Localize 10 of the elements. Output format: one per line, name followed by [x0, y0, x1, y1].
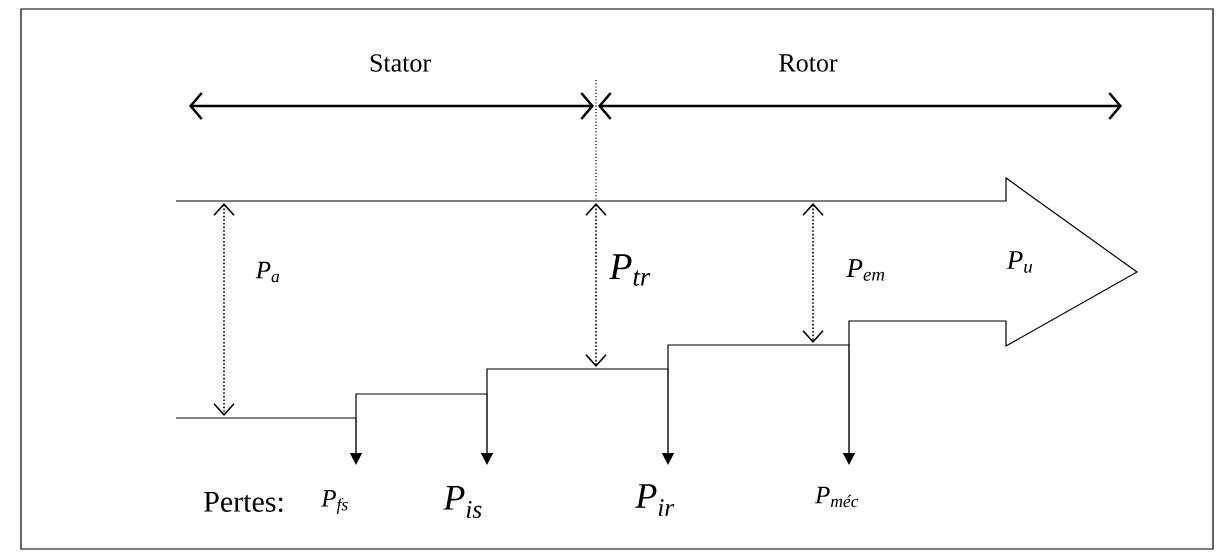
loss-label: P$_{is}$ — [443, 486, 482, 518]
loss-label: P$_{fs}$ — [321, 490, 348, 514]
power-label: P$_{em}$ — [846, 259, 885, 281]
power-label: P$_{a}$ — [255, 261, 280, 283]
section-label: Rotor — [779, 54, 838, 72]
loss-label: P$_{méc}$ — [814, 486, 859, 508]
losses-label: Pertes: — [204, 491, 283, 513]
section-label: Stator — [370, 54, 431, 72]
loss-label: P$_{ir}$ — [635, 484, 675, 516]
power-label: P$_{tr}$ — [609, 254, 651, 286]
